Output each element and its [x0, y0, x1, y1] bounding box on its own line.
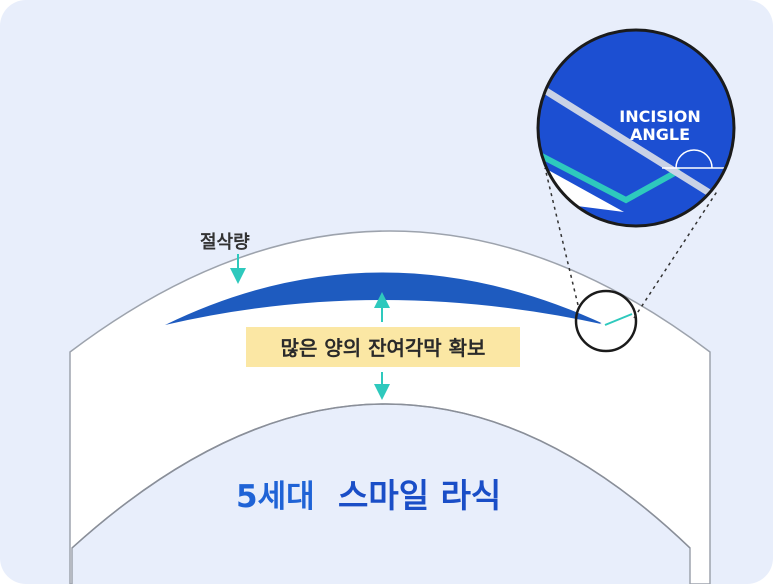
cornea-back-surface — [71, 403, 691, 549]
incision-label-line1: INCISION — [619, 107, 701, 126]
residual-cornea-label: 많은 양의 잔여각막 확보 — [281, 336, 486, 360]
incision-line — [604, 313, 633, 326]
incision-angle-inset — [536, 28, 736, 228]
zoom-connector-left — [544, 167, 579, 306]
incision-label-line2: ANGLE — [630, 125, 690, 144]
cut-amount-label: 절삭량 — [200, 232, 250, 253]
residual-highlight-box — [246, 327, 520, 367]
title-generation: 5세대 — [236, 479, 315, 515]
zoom-connector-right — [633, 189, 719, 319]
zoom-focus-circle — [574, 289, 638, 353]
title-smile-lasik: 스마일 라식 — [338, 476, 501, 515]
